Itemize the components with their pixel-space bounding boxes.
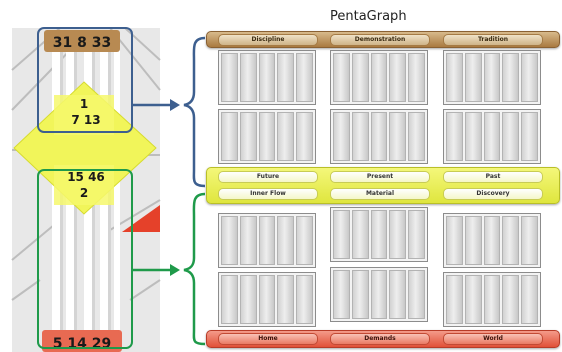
diamond-bottom-number-1: 15 46 [67,170,105,184]
diamond-top-number-2: 7 13 [71,113,100,127]
panel-lower-right-bottom [443,272,541,327]
label-present: Present [330,171,430,183]
top-highlight-frame [37,27,133,133]
label-future: Future [218,171,318,183]
panel-upper-right-top [443,50,541,105]
chart-title: PentaGraph [330,9,407,24]
label-tradition: Tradition [443,34,543,46]
label-past: Past [443,171,543,183]
panel-upper-left-bottom [218,109,316,164]
bottom-arrow [132,264,180,276]
diamond-upper-square [54,95,114,135]
top-arrow [132,99,180,111]
label-material: Material [330,188,430,200]
top-block-numbers: 31 8 33 [53,35,111,51]
panel-lower-right-top [443,213,541,268]
label-demands: Demands [330,333,430,345]
bottom-center-block [42,330,122,352]
bottom-highlight-frame [37,169,133,349]
bottom-block-numbers: 5 14 29 [53,336,111,352]
label-world: World [443,333,543,345]
diamond-bottom-number-2: 2 [80,186,88,200]
panel-lower-center-top [330,207,428,262]
diamond-lower-square [54,165,114,205]
panel-upper-right-bottom [443,109,541,164]
panel-upper-left-top [218,50,316,105]
label-discipline: Discipline [218,34,318,46]
panel-lower-left-bottom [218,272,316,327]
panel-upper-center-bottom [330,109,428,164]
top-center-block [44,30,120,52]
label-demonstration: Demonstration [330,34,430,46]
label-discovery: Discovery [443,188,543,200]
panel-lower-left-top [218,213,316,268]
label-inner-flow: Inner Flow [218,188,318,200]
bottom-brace [183,192,206,346]
panel-lower-center-bottom [330,267,428,322]
panel-upper-center-top [330,50,428,105]
label-home: Home [218,333,318,345]
diamond-top-number-1: 1 [80,97,88,111]
top-brace [183,36,206,188]
